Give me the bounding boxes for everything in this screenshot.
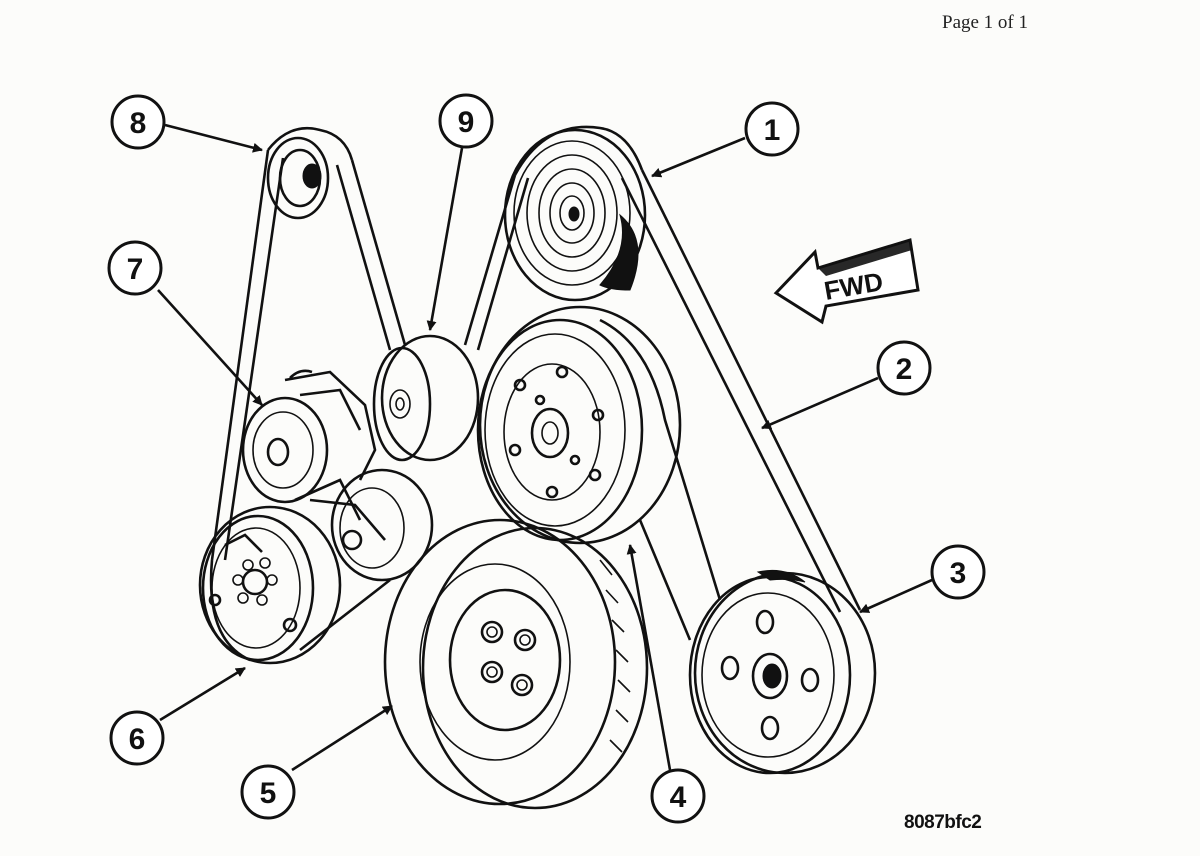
pulley-1: [503, 128, 647, 302]
serpentine-belt: [209, 125, 862, 662]
callout-arrows: [157, 123, 933, 772]
callout-bubble-6: 6: [109, 710, 165, 766]
tensioner-7: [241, 369, 386, 551]
callout-arrow-5: [291, 704, 393, 772]
callout-number-9: 9: [458, 106, 475, 139]
callout-bubble-2: 2: [876, 340, 932, 396]
callout-arrow-6: [159, 666, 246, 722]
callout-arrow-2: [761, 376, 879, 430]
fwd-direction-arrow: FWD: [773, 238, 920, 325]
callout-number-8: 8: [130, 107, 147, 140]
callout-bubble-7: 7: [107, 240, 163, 296]
figure-code: 8087bfc2: [904, 812, 982, 833]
callout-bubble-9: 9: [438, 93, 494, 149]
idler-pulley-8: [266, 136, 330, 220]
page-header: Page 1 of 1: [942, 12, 1029, 33]
callout-number-7: 7: [127, 253, 144, 286]
callout-bubble-3: 3: [930, 544, 986, 600]
callout-bubble-8: 8: [110, 94, 166, 150]
pulley-3: [688, 569, 877, 775]
callout-arrow-1: [651, 136, 746, 178]
callout-number-4: 4: [670, 781, 687, 814]
callout-arrow-9: [426, 147, 464, 331]
callout-arrow-3: [859, 578, 933, 614]
callout-number-5: 5: [260, 777, 277, 810]
callout-number-2: 2: [896, 353, 913, 386]
callout-arrow-4: [626, 544, 672, 771]
callout-bubble-1: 1: [744, 101, 800, 157]
callout-arrow-8: [164, 123, 263, 153]
callout-arrow-7: [157, 289, 263, 406]
callout-number-1: 1: [764, 114, 781, 147]
pulley-6: [198, 505, 342, 665]
pulley-4: [476, 305, 682, 545]
crankshaft-pulley-5: [383, 518, 649, 810]
callout-number-3: 3: [950, 557, 967, 590]
idler-pulley-9: [372, 334, 480, 462]
callout-bubble-5: 5: [240, 764, 296, 820]
callout-number-6: 6: [129, 723, 146, 756]
idler-pulley-small: [330, 468, 434, 582]
callout-bubble-4: 4: [650, 768, 706, 824]
